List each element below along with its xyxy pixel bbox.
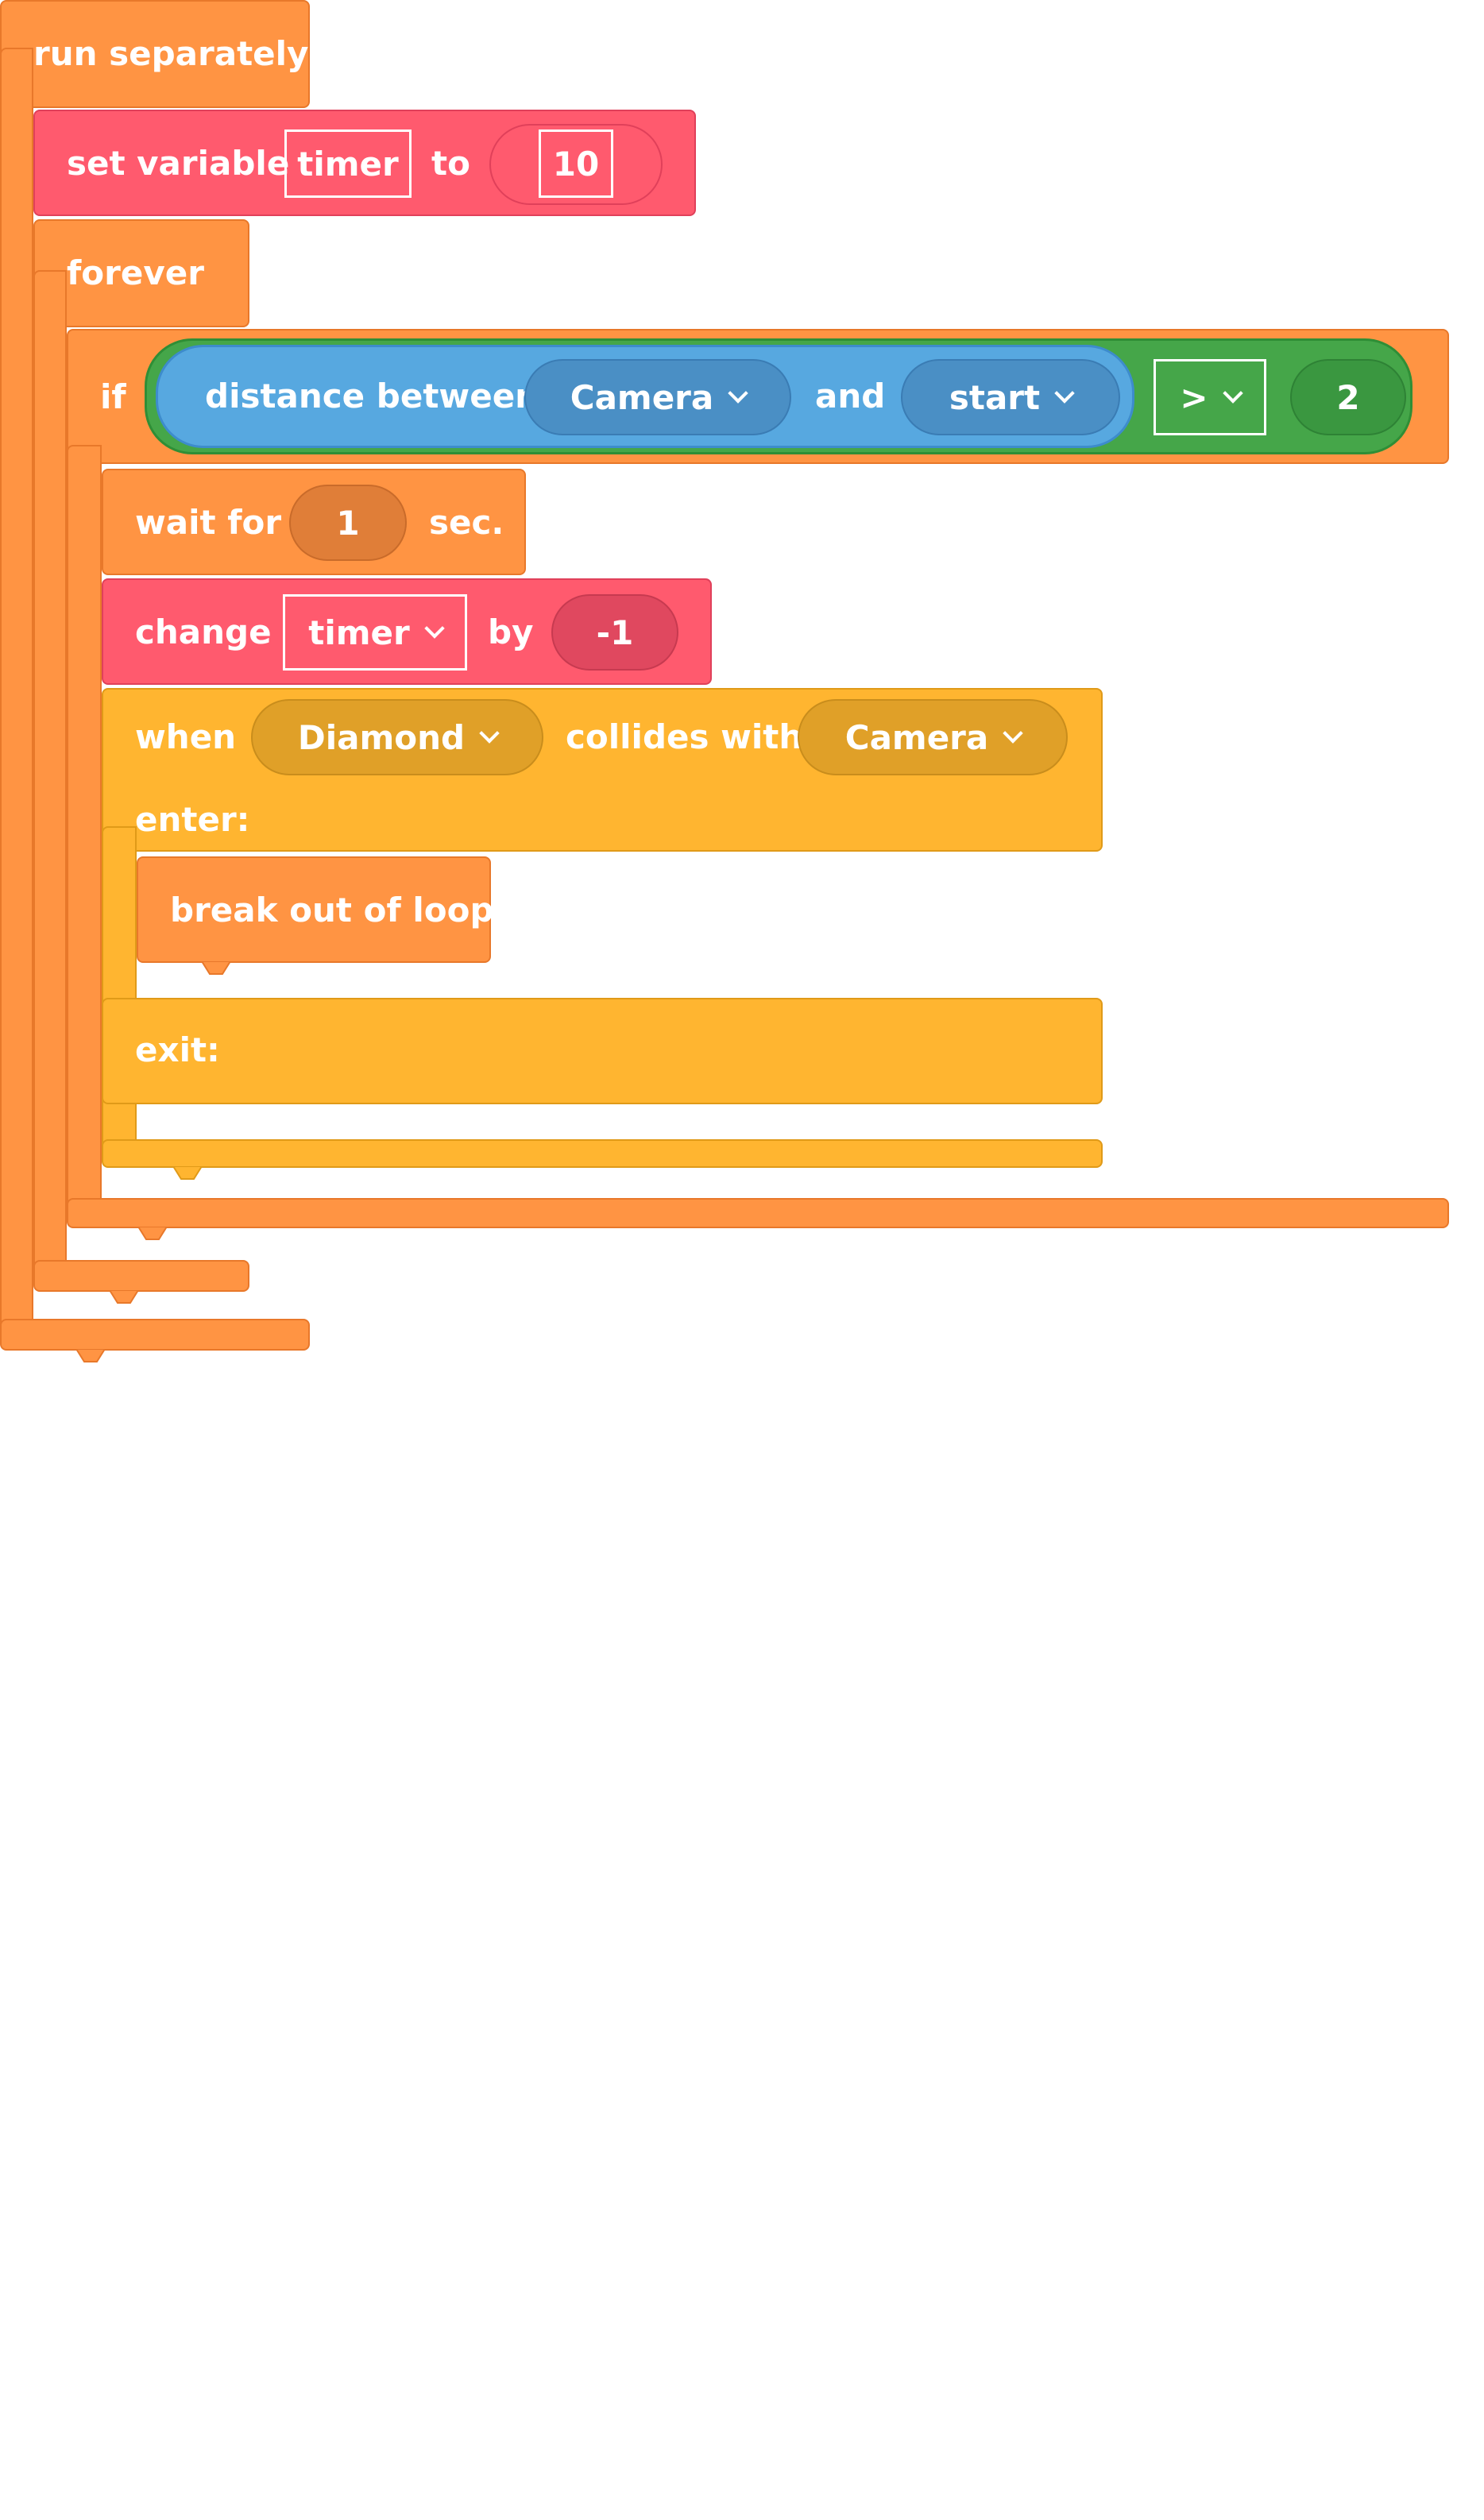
set-variable-label: set variable <box>67 144 290 183</box>
break-bottom-notch <box>191 961 242 977</box>
change-variable-value: timer <box>308 613 410 652</box>
collision-arm <box>102 826 137 1160</box>
collision-footer <box>102 1139 1103 1168</box>
change-label: change <box>135 613 272 651</box>
if-footer <box>67 1198 1449 1228</box>
run-separately-bottom-notch <box>65 1349 116 1365</box>
collision-object-a-value: Diamond <box>297 717 466 757</box>
distance-and-label: and <box>815 377 886 415</box>
chevron-down-icon <box>1054 383 1075 404</box>
run-separately-label: run separately <box>33 34 309 73</box>
run-separately-header[interactable] <box>0 0 310 108</box>
chevron-down-icon <box>1222 383 1243 404</box>
comparison-value-field[interactable]: 2 <box>1290 359 1406 435</box>
wait-for-value-field[interactable]: 1 <box>289 485 407 561</box>
forever-bottom-notch <box>99 1290 149 1306</box>
comparison-operator-dropdown[interactable]: > <box>1154 359 1266 435</box>
wait-for-label: wait for <box>135 503 282 542</box>
if-bottom-notch <box>127 1227 178 1243</box>
distance-object-a-value: Camera <box>570 377 714 417</box>
change-variable-dropdown[interactable]: timer <box>283 594 467 671</box>
comparison-operator-value: > <box>1180 377 1208 417</box>
distance-between-label: distance between <box>205 377 539 415</box>
change-value-field[interactable]: -1 <box>551 594 678 671</box>
collision-when-label: when <box>135 717 237 756</box>
if-arm <box>67 445 102 1223</box>
chevron-down-icon <box>423 618 445 639</box>
collision-exit-label: exit: <box>135 1030 220 1069</box>
forever-label: forever <box>67 253 204 292</box>
forever-footer <box>33 1260 249 1292</box>
if-label: if <box>100 377 126 416</box>
collision-object-a-dropdown[interactable]: Diamond <box>251 699 543 775</box>
chevron-down-icon <box>479 723 500 744</box>
wait-for-unit-label: sec. <box>429 503 504 542</box>
distance-object-b-value: start <box>949 377 1041 417</box>
collision-enter-label: enter: <box>135 800 250 839</box>
collision-collides-label: collides with <box>566 717 803 756</box>
set-variable-to-label: to <box>431 144 470 183</box>
collision-object-b-dropdown[interactable]: Camera <box>798 699 1068 775</box>
set-variable-value-field[interactable]: 10 <box>539 129 613 198</box>
set-variable-block[interactable] <box>33 110 696 216</box>
forever-header[interactable] <box>33 219 249 327</box>
chevron-down-icon <box>728 383 748 404</box>
run-separately-arm <box>0 48 33 1343</box>
collision-object-b-value: Camera <box>844 717 989 757</box>
set-variable-value-slot <box>489 124 663 205</box>
chevron-down-icon <box>1003 723 1023 744</box>
collision-bottom-notch <box>162 1166 213 1182</box>
distance-object-b-dropdown[interactable]: start <box>901 359 1120 435</box>
run-separately-footer <box>0 1319 310 1351</box>
break-out-of-loop-block[interactable] <box>137 856 491 963</box>
set-variable-name-field[interactable]: timer <box>284 129 412 198</box>
change-by-label: by <box>488 613 534 651</box>
forever-arm <box>33 270 67 1284</box>
collision-exit-section <box>102 998 1103 1104</box>
distance-object-a-dropdown[interactable]: Camera <box>524 359 791 435</box>
break-out-of-loop-label: break out of loop <box>170 891 494 930</box>
